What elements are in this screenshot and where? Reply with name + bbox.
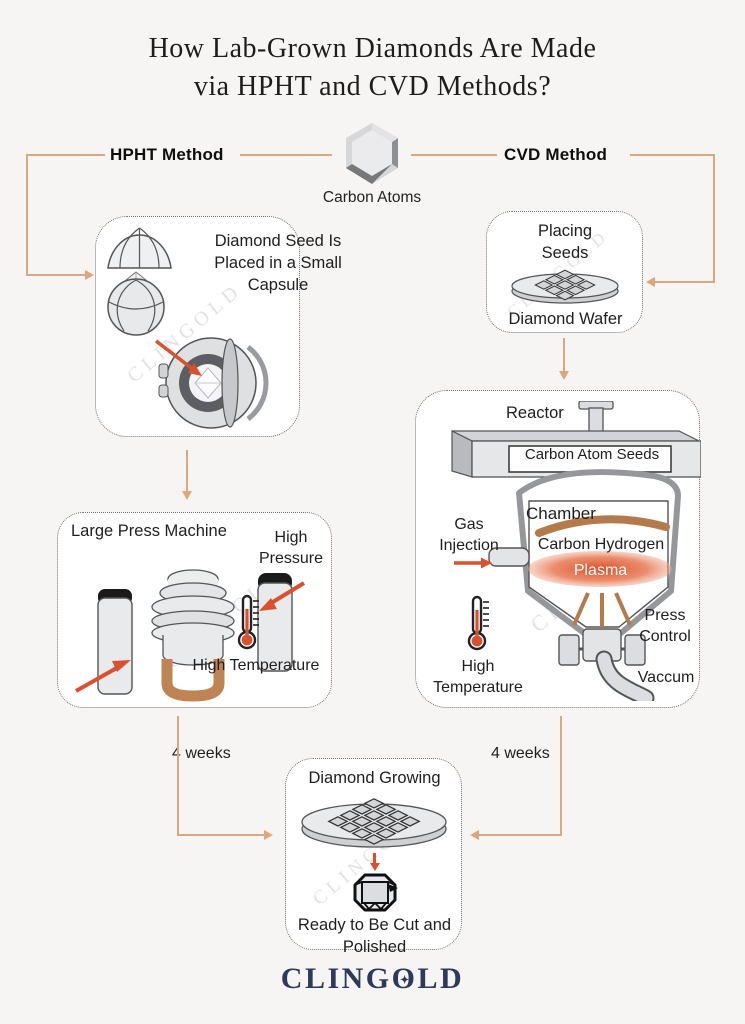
press-machine-title: Large Press Machine — [71, 522, 227, 540]
diamond-growing-box: CLINGOLD Diamond Growing Ready to Be Cut… — [285, 758, 462, 956]
connector-hpht-down — [26, 154, 28, 276]
logo-prefix: CLING — [280, 962, 392, 995]
connector-hpht-into-box — [26, 274, 86, 276]
high-temperature-label-cvd: High Temperature — [433, 658, 523, 697]
diamond-growing-title: Diamond Growing — [308, 769, 441, 787]
reactor-illustration — [451, 401, 701, 701]
logo-o-diamond-icon: ✦ — [399, 974, 410, 987]
connector-cvd-right — [630, 154, 715, 156]
page-title: How Lab-Grown Diamonds Are Made via HPHT… — [0, 30, 745, 106]
connector-carbon-to-cvd — [411, 154, 497, 156]
carbon-hydrogen-label: Carbon Hydrogen — [537, 536, 665, 553]
high-pressure-label: High Pressure — [258, 529, 324, 568]
cvd-reactor-box: CLINGOLD Reactor — [415, 390, 701, 708]
hpht-duration-label: 4 weeks — [172, 745, 231, 762]
capsule-box-text: Diamond Seed Is Placed in a Small Capsul… — [214, 232, 342, 294]
hpht-capsule-box: CLINGOLD Di — [95, 216, 342, 437]
gas-injection-label: Gas Injection — [439, 516, 499, 555]
vacuum-label: Vaccum — [637, 669, 695, 686]
high-temperature-label-hpht: High Temperature — [192, 657, 320, 674]
page-title-line1: How Lab-Grown Diamonds Are Made — [148, 33, 597, 64]
arrowhead-into-capsule-box — [85, 270, 94, 280]
reactor-label: Reactor — [506, 404, 564, 422]
thermometer-icon — [237, 594, 259, 650]
ready-to-cut-label: Ready to Be Cut and Polished — [297, 916, 452, 956]
press-machine-illustration — [75, 569, 306, 702]
carbon-atoms-diamond-icon — [346, 123, 398, 184]
logo-o: O✦ — [391, 962, 418, 995]
carbon-atoms-label: Carbon Atoms — [322, 189, 422, 206]
arrowhead-into-seed-box — [646, 277, 655, 287]
seed-wafer-icon — [511, 269, 619, 304]
logo-suffix: LD — [417, 962, 465, 995]
cvd-duration-label: 4 weeks — [491, 745, 550, 762]
plasma-label: Plasma — [573, 562, 628, 579]
capsule-illustration — [107, 227, 269, 429]
press-control-label: Press Control — [639, 607, 691, 646]
page-title-line2: via HPHT and CVD Methods? — [193, 71, 552, 102]
connector-hpht-to-carbon — [240, 154, 332, 156]
carbon-atom-seeds-label: Carbon Atom Seeds — [524, 446, 660, 463]
cvd-method-label: CVD Method — [504, 145, 608, 164]
cvd-seed-box: CLINGOLD Placing Seeds Diamond Wafer — [486, 211, 643, 333]
rough-diamond-icon — [353, 873, 398, 912]
placing-seeds-label: Placing Seeds — [537, 222, 593, 262]
diamond-wafer-label: Diamond Wafer — [508, 310, 623, 328]
thermometer-icon — [467, 595, 489, 651]
hpht-method-label: HPHT Method — [110, 145, 224, 164]
chamber-label: Chamber — [526, 504, 596, 523]
connector-cvd-down — [713, 154, 715, 282]
clingold-logo: CLINGO✦LD — [0, 962, 745, 996]
connector-hpht-left — [26, 154, 105, 156]
hpht-press-box: CLINGOLD Large Press Machine High Pressu… — [57, 512, 332, 708]
grown-wafer-icon — [301, 798, 447, 848]
connector-cvd-into-box — [655, 281, 715, 283]
